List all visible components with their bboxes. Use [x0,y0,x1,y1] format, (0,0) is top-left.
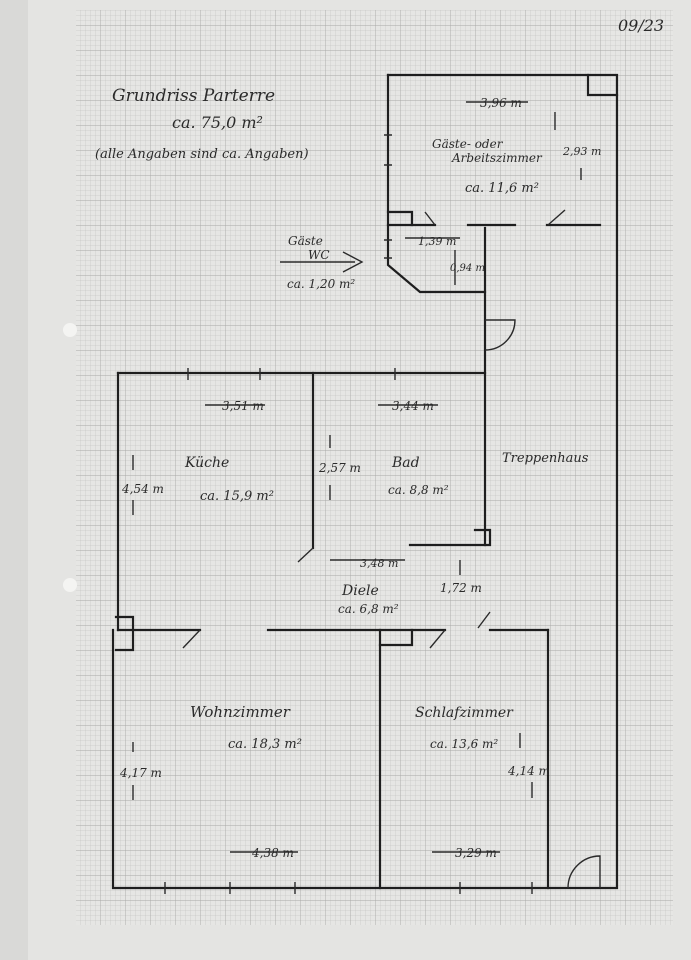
living-room-depth: 4,17 m [119,766,162,780]
hall-name: Diele [341,583,379,599]
kitchen-depth: 4,54 m [121,482,164,496]
guest-room-area: ca. 11,6 m² [465,181,539,196]
guest-wc-area: ca. 1,20 m² [287,277,355,291]
punch-hole [63,323,77,337]
guest-wc-width: 1,39 m [418,235,456,248]
bedroom-width: 3,29 m [455,846,497,860]
hall-area: ca. 6,8 m² [338,602,399,616]
bedroom-area: ca. 13,6 m² [430,737,498,751]
page-number: 09/23 [618,16,664,35]
bedroom-name: Schlafzimmer [415,705,514,721]
hall-depth: 1,72 m [440,581,482,595]
walls [111,73,619,894]
living-room-width: 4,38 m [251,846,294,860]
bath-area: ca. 8,8 m² [388,483,449,497]
bath-name: Bad [391,455,420,471]
bath-width: 3,44 m [392,399,434,413]
stairwell-name: Treppenhaus [502,451,589,466]
guest-room-name-2: Arbeitszimmer [451,151,543,165]
plan-title: Grundriss Parterre [112,86,275,106]
living-room-name: Wohnzimmer [190,703,291,721]
living-room-area: ca. 18,3 m² [228,737,302,752]
kitchen-width: 3,51 m [222,399,264,413]
plan-note: (alle Angaben sind ca. Angaben) [95,147,309,162]
guest-room-depth: 2,93 m [562,145,601,158]
guest-wc-depth: 0,94 m [450,263,485,274]
total-area: ca. 75,0 m² [172,113,263,132]
dimension-lines [132,101,582,853]
guest-wc-name-2: WC [308,248,330,262]
guest-room-width: 3,96 m [480,96,522,110]
bedroom-depth: 4,14 m [507,764,550,778]
hall-width: 3,48 m [360,557,398,570]
bath-depth: 2,57 m [318,461,361,475]
guest-room-name-1: Gäste- oder [432,137,504,151]
kitchen-name: Küche [184,455,229,471]
punch-hole [63,578,77,592]
kitchen-area: ca. 15,9 m² [200,489,274,504]
guest-wc-name-1: Gäste [288,234,323,248]
